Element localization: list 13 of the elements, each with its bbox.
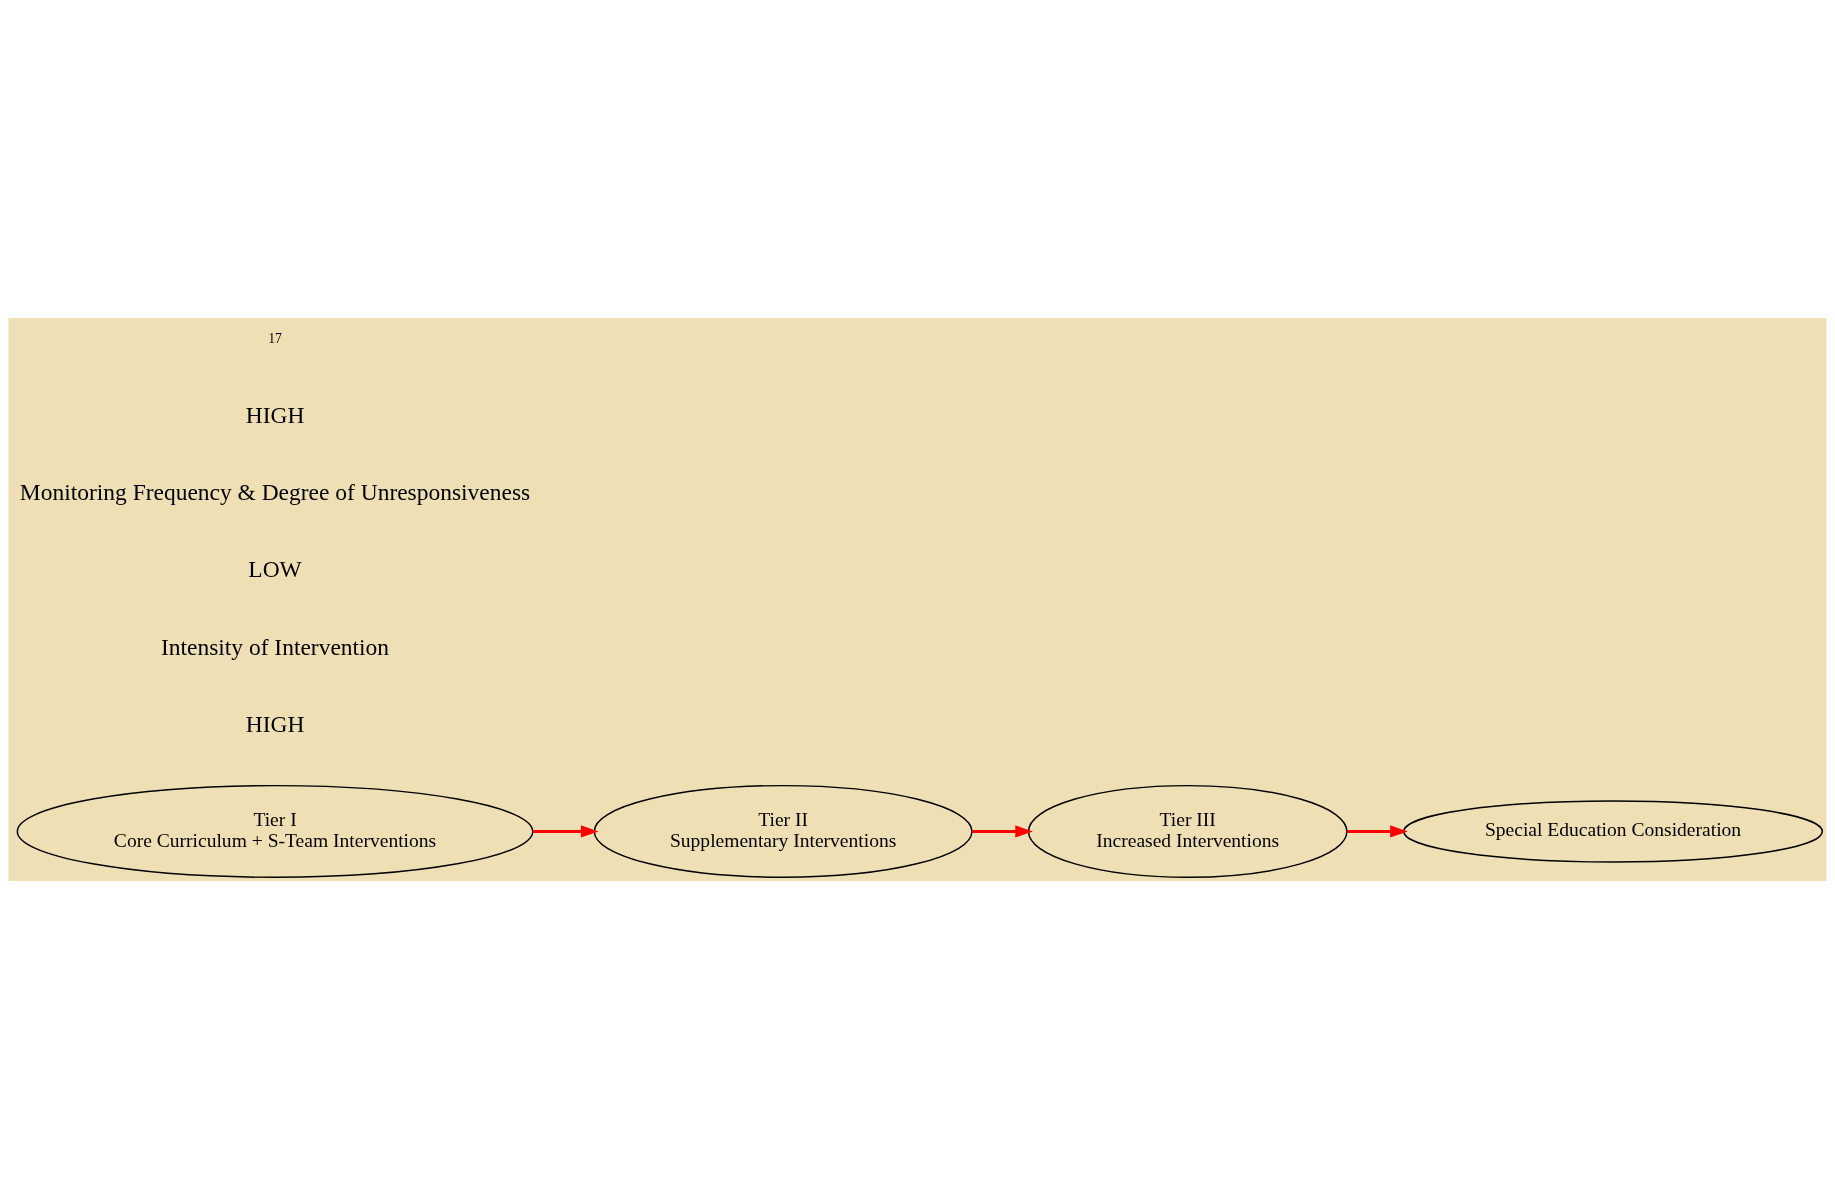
node-ellipse: Special Education Consideration xyxy=(1403,800,1824,863)
label: HIGH xyxy=(245,401,305,428)
node-ellipse: Tier III Increased Interventions xyxy=(1027,784,1348,878)
label: LOW xyxy=(248,556,302,583)
label: Monitoring Frequency & Degree of Unresponsiveness xyxy=(19,479,531,506)
label: HIGH xyxy=(245,710,305,737)
label: 17 xyxy=(268,331,282,347)
node-ellipse: Tier II Supplementary Interventions xyxy=(593,784,973,878)
arrow xyxy=(1346,825,1408,838)
arrow xyxy=(533,825,599,838)
label: Intensity of Intervention xyxy=(160,633,390,660)
node-ellipse: Tier I Core Curriculum + S-Team Interventions xyxy=(16,784,534,878)
arrow xyxy=(972,825,1033,838)
